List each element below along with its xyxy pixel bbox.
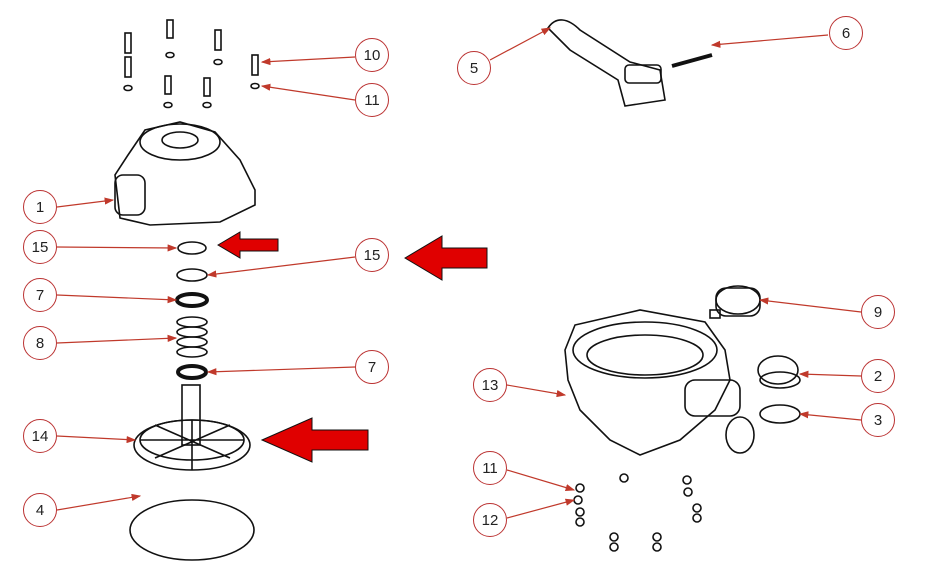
callout-14: 14 [23,419,57,453]
callout-7: 7 [23,278,57,312]
washers-part-11 [123,51,260,109]
handle-part-5 [546,19,666,107]
o-ring-part-3 [759,404,801,424]
leader-lines [56,27,862,519]
red-arrow-right [404,235,488,281]
callout-12: 12 [473,503,507,537]
callout-15: 15 [355,238,389,272]
highlight-arrows [217,231,488,463]
gasket-part-4 [129,499,255,561]
cap-part-2 [757,355,801,389]
callout-13: 13 [473,368,507,402]
callout-5: 5 [457,51,491,85]
nuts-parts-11-12 [573,473,702,552]
callout-2: 2 [861,359,895,393]
o-ring-part-15a [177,241,207,255]
washer-part-7a [175,292,209,308]
callout-1: 1 [23,190,57,224]
spring-part-8 [176,316,208,358]
red-arrow-lower [260,417,369,463]
callout-15: 15 [23,230,57,264]
red-arrow-small [217,231,279,259]
o-ring-part-15b [176,268,208,282]
callout-10: 10 [355,38,389,72]
valve-body-part-13 [564,309,755,456]
callout-7: 7 [355,350,389,384]
screws-part-10 [124,19,259,97]
pin-part-6 [671,53,713,68]
callout-11: 11 [473,451,507,485]
callout-9: 9 [861,295,895,329]
callout-4: 4 [23,493,57,527]
callout-11: 11 [355,83,389,117]
gauge-part-9 [709,285,761,319]
callout-8: 8 [23,326,57,360]
washer-part-7b [176,364,208,380]
valve-cover-part-1 [114,121,256,226]
rotor-part-14 [133,384,251,471]
callout-3: 3 [861,403,895,437]
callout-6: 6 [829,16,863,50]
